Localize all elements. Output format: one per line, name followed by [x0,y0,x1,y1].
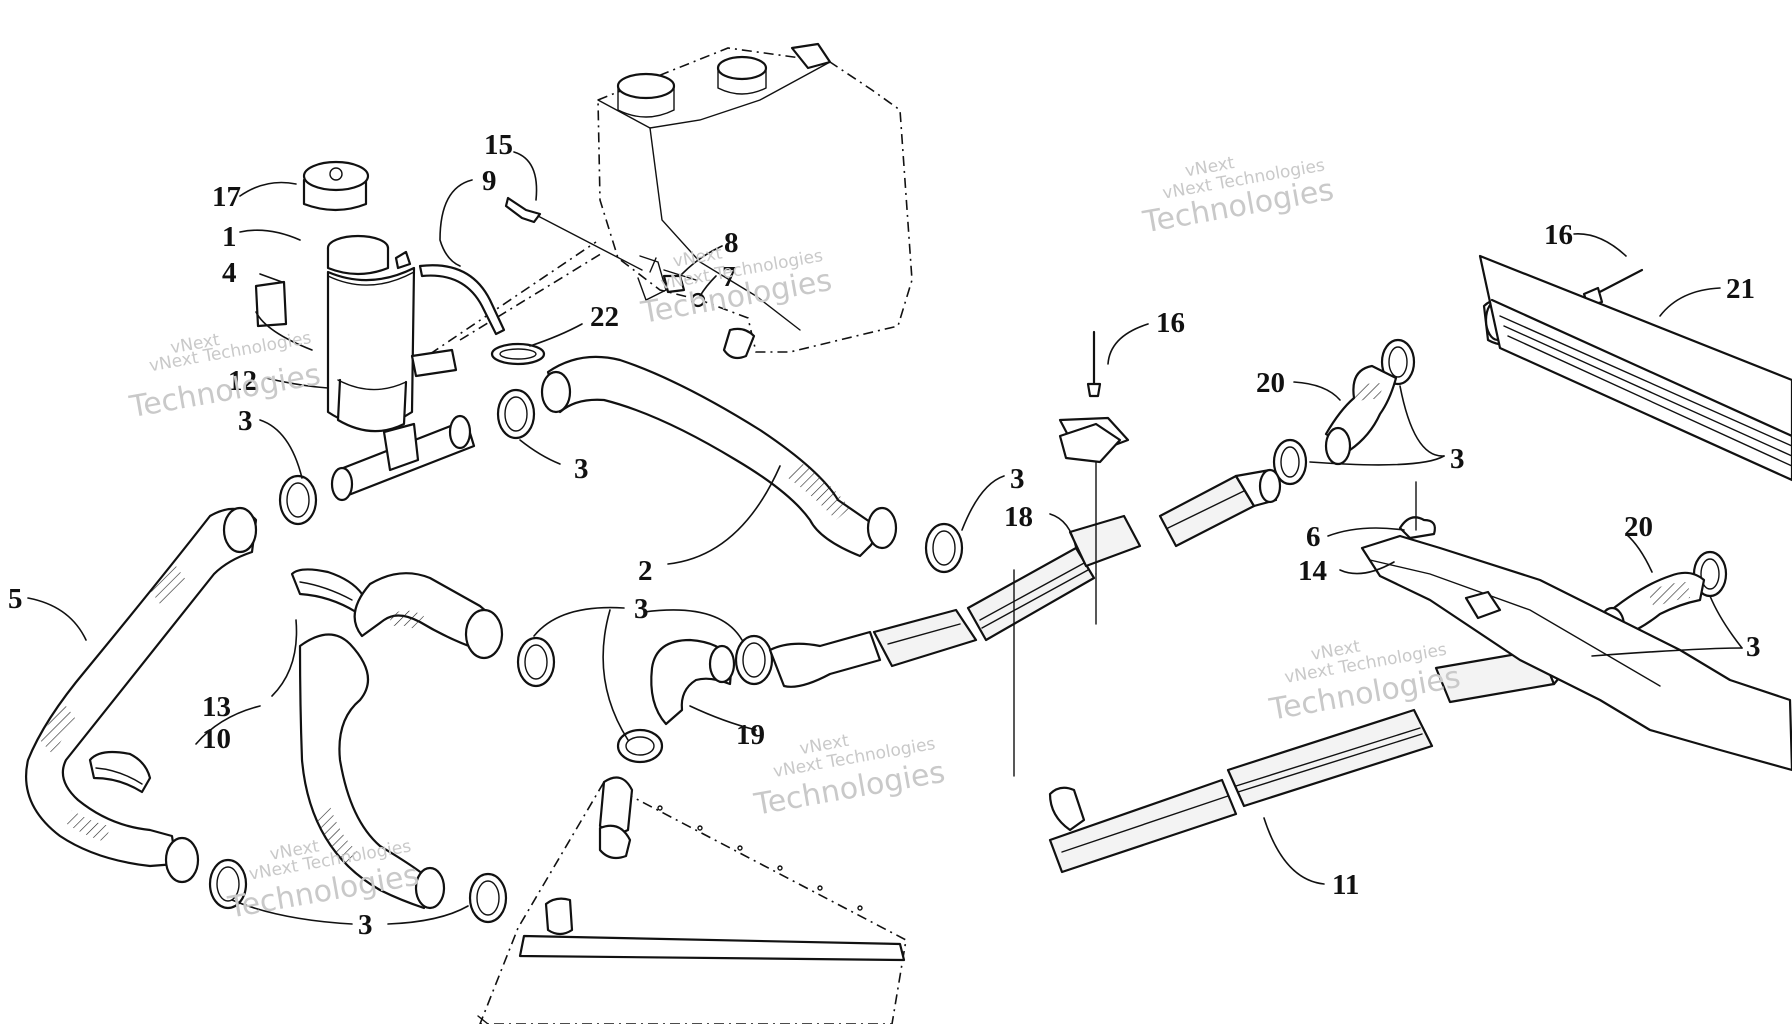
heat-exchanger-21 [1478,254,1792,482]
callout-6: 6 [1306,521,1321,553]
callout-9: 9 [482,165,497,197]
callout-3: 3 [1450,443,1465,475]
callout-labels: 17 1 4 12 3 15 9 8 7 22 3 5 2 3 13 10 19… [8,129,1761,941]
callout-16: 16 [1544,219,1573,251]
callout-3: 3 [1746,631,1761,663]
callout-3: 3 [1010,463,1025,495]
callout-7: 7 [722,261,737,293]
spring-clamp-13 [88,568,364,794]
callout-16: 16 [1156,307,1185,339]
bracket-6 [1398,481,1436,540]
callout-3: 3 [238,405,253,437]
callout-8: 8 [724,227,739,259]
callout-20: 20 [1624,511,1653,543]
clamp-3-mid-left [516,636,556,688]
callout-15: 15 [484,129,513,161]
callout-4: 4 [222,257,237,289]
callout-1: 1 [222,221,237,253]
callout-13: 13 [202,691,231,723]
callout-21: 21 [1726,273,1755,305]
clamp-3-bottom-mid [468,872,508,924]
clamp-3-hose-19 [734,634,774,686]
callout-20: 20 [1256,367,1285,399]
coolant-hose-10 [298,572,504,910]
watermark-bottom-right: vNext vNext Technologies Technologies [1266,637,1463,728]
clamp-3-tee-right [496,388,536,440]
callout-3: 3 [358,909,373,941]
hose-clamp-22 [490,342,546,366]
clamp-3-bottom-left [208,858,248,910]
mounting-bolt-hardware [429,196,706,355]
callout-22: 22 [590,301,619,333]
watermark-top-right: vNext vNext Technologies Technologies [1140,153,1337,240]
coolant-hose-19 [650,638,736,726]
radiator-rivets [657,805,863,911]
callout-12: 12 [228,365,257,397]
tee-fitting [330,414,476,502]
clamp-3-right-upper-b [1272,438,1308,486]
coolant-hose-2 [540,355,898,558]
callout-18: 18 [1004,501,1033,533]
callout-10: 10 [202,723,231,755]
hose-clamps-3 [208,338,1728,924]
clamp-3-hose-2-end [924,522,964,574]
callout-14: 14 [1298,555,1327,587]
coolant-hose-5 [24,506,258,884]
leader-lines [27,151,1743,925]
callout-3: 3 [574,453,589,485]
coolant-hose-20-upper [1324,364,1398,466]
clamp-3-right-upper-a [1380,338,1416,386]
clamp-3-lower-left [616,728,664,764]
overflow-bottle-assembly [254,160,458,433]
callout-11: 11 [1332,869,1359,901]
watermark-top-left: vNext vNext Technologies Technologies [126,328,323,425]
coolant-reservoir-tank [597,42,913,360]
rivet-16 [1058,268,1644,464]
tunnel-plate-14 [1360,534,1792,772]
callout-19: 19 [736,719,765,751]
callout-5: 5 [8,583,23,615]
callout-17: 17 [212,181,241,213]
clamp-3-upper-left [278,474,318,526]
heat-exchanger-tube-assembly [768,416,1282,777]
watermark-bottom-left: vNext vNext Technologies Technologies [225,836,422,925]
heat-exchanger-fins [1499,315,1792,467]
radiator-core [477,776,907,1024]
callout-2: 2 [638,555,653,587]
vent-hose-9 [418,264,506,336]
callout-3: 3 [634,593,649,625]
watermark-bottom-center: vNext vNext Technologies Technologies [751,731,948,823]
